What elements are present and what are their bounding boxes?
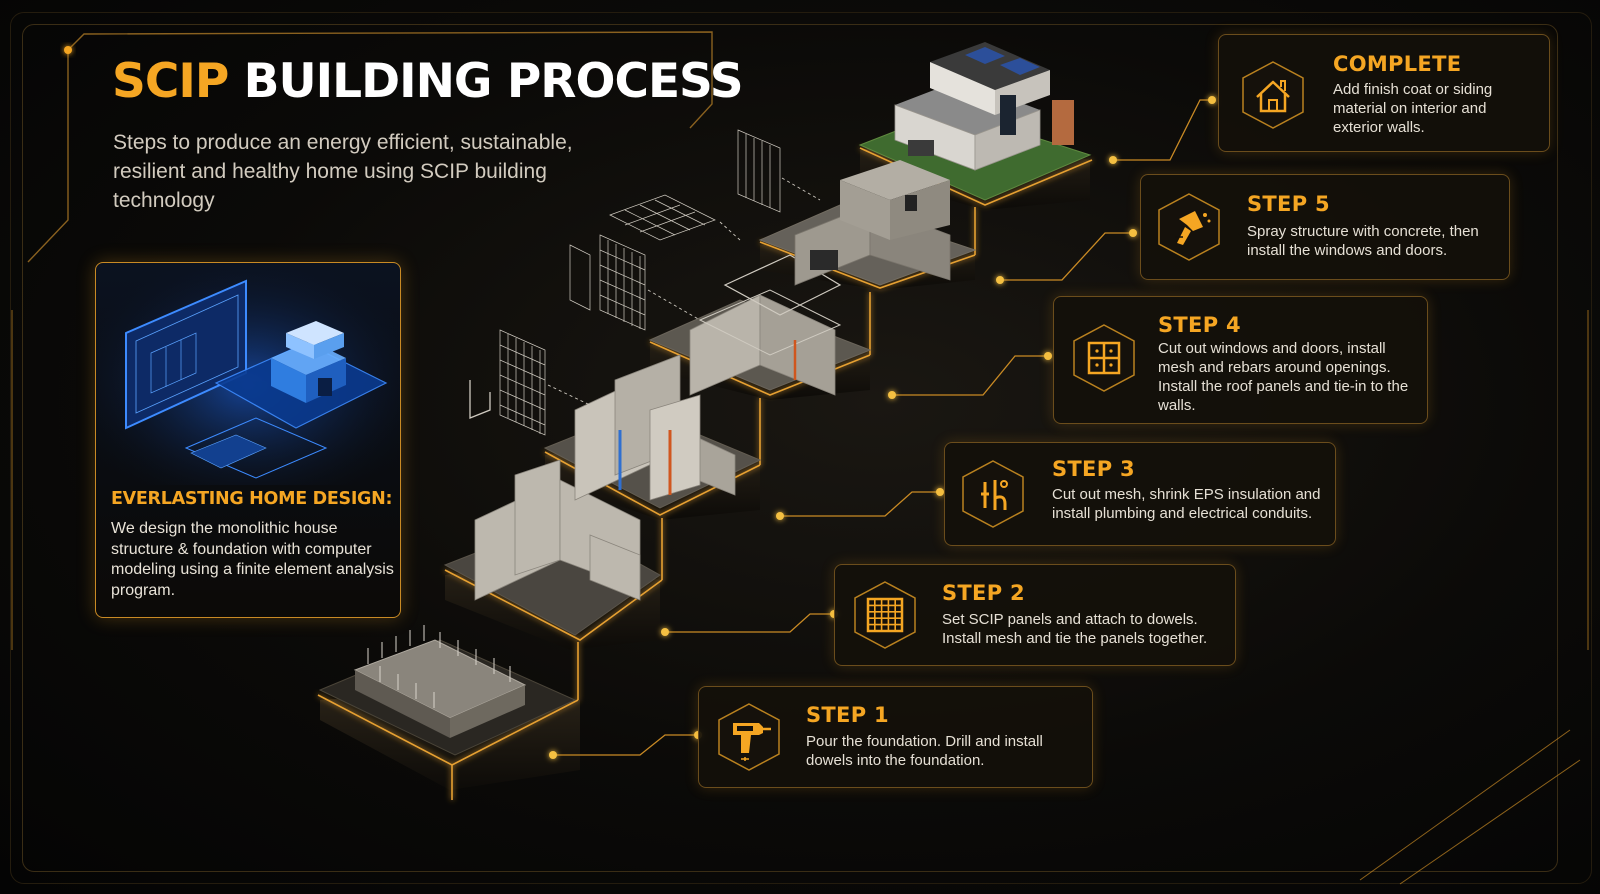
- mesh-panel-icon: [854, 581, 916, 649]
- roof-panels-model: [689, 254, 842, 396]
- step-desc-complete: Add finish coat or siding material on in…: [1333, 81, 1493, 136]
- bracket-dot: [64, 46, 72, 54]
- step-card-complete: COMPLETE Add finish coat or siding mater…: [1218, 34, 1550, 152]
- step-card-1: STEP 1 Pour the foundation. Drill and in…: [698, 686, 1093, 788]
- design-heading: EVERLASTING HOME DESIGN:: [111, 489, 393, 509]
- conduit-walls-model: [574, 354, 736, 501]
- title-accent: SCIP: [112, 54, 229, 109]
- connectors: [553, 99, 1212, 756]
- step-desc-1: Pour the foundation. Drill and install d…: [806, 733, 1043, 769]
- step-desc-2: Set SCIP panels and attach to dowels. In…: [942, 611, 1208, 647]
- step-heading-1: STEP 1: [806, 703, 889, 727]
- pipe-icon: [962, 460, 1024, 528]
- page-title: SCIP BUILDING PROCESS: [112, 58, 744, 105]
- drill-icon: [718, 703, 780, 771]
- title-bracket: [27, 31, 713, 263]
- holographic-design-icon: [96, 263, 400, 485]
- staircase: [317, 42, 1093, 800]
- step-heading-2: STEP 2: [942, 581, 1025, 605]
- step-card-5: STEP 5 Spray structure with concrete, th…: [1140, 174, 1510, 280]
- concrete-shell-model: [794, 160, 951, 286]
- design-card: EVERLASTING HOME DESIGN: We design the m…: [95, 262, 401, 618]
- finished-house-model: [894, 42, 1074, 171]
- step-desc-5: Spray structure with concrete, then inst…: [1247, 223, 1479, 259]
- exploded-mesh-panels: [499, 129, 781, 436]
- foundation-slab: [353, 625, 527, 738]
- step-heading-4: STEP 4: [1158, 313, 1241, 337]
- step-card-3: STEP 3 Cut out mesh, shrink EPS insulati…: [944, 442, 1336, 546]
- spray-gun-icon: [1158, 193, 1220, 261]
- page-subtitle: Steps to produce an energy efficient, su…: [113, 131, 573, 212]
- step-heading-3: STEP 3: [1052, 457, 1135, 481]
- step-desc-4: Cut out windows and doors, install mesh …: [1158, 340, 1409, 414]
- title-rest: BUILDING PROCESS: [243, 54, 744, 109]
- title-block: SCIP BUILDING PROCESS: [112, 58, 744, 105]
- window-icon: [1073, 324, 1135, 392]
- step-desc-3: Cut out mesh, shrink EPS insulation and …: [1052, 486, 1321, 522]
- step-heading-5: STEP 5: [1247, 192, 1330, 216]
- corner-streaks: [11, 310, 1589, 885]
- house-icon: [1242, 61, 1304, 129]
- explode-guides: [547, 177, 821, 406]
- connector-dots: [549, 96, 1216, 759]
- step-heading-complete: COMPLETE: [1333, 52, 1462, 76]
- step-card-2: STEP 2 Set SCIP panels and attach to dow…: [834, 564, 1236, 666]
- rebar-piece: [469, 380, 491, 419]
- step-card-4: STEP 4 Cut out windows and doors, instal…: [1053, 296, 1428, 424]
- design-description: We design the monolithic house structure…: [111, 520, 394, 599]
- scip-panels-model: [474, 459, 641, 601]
